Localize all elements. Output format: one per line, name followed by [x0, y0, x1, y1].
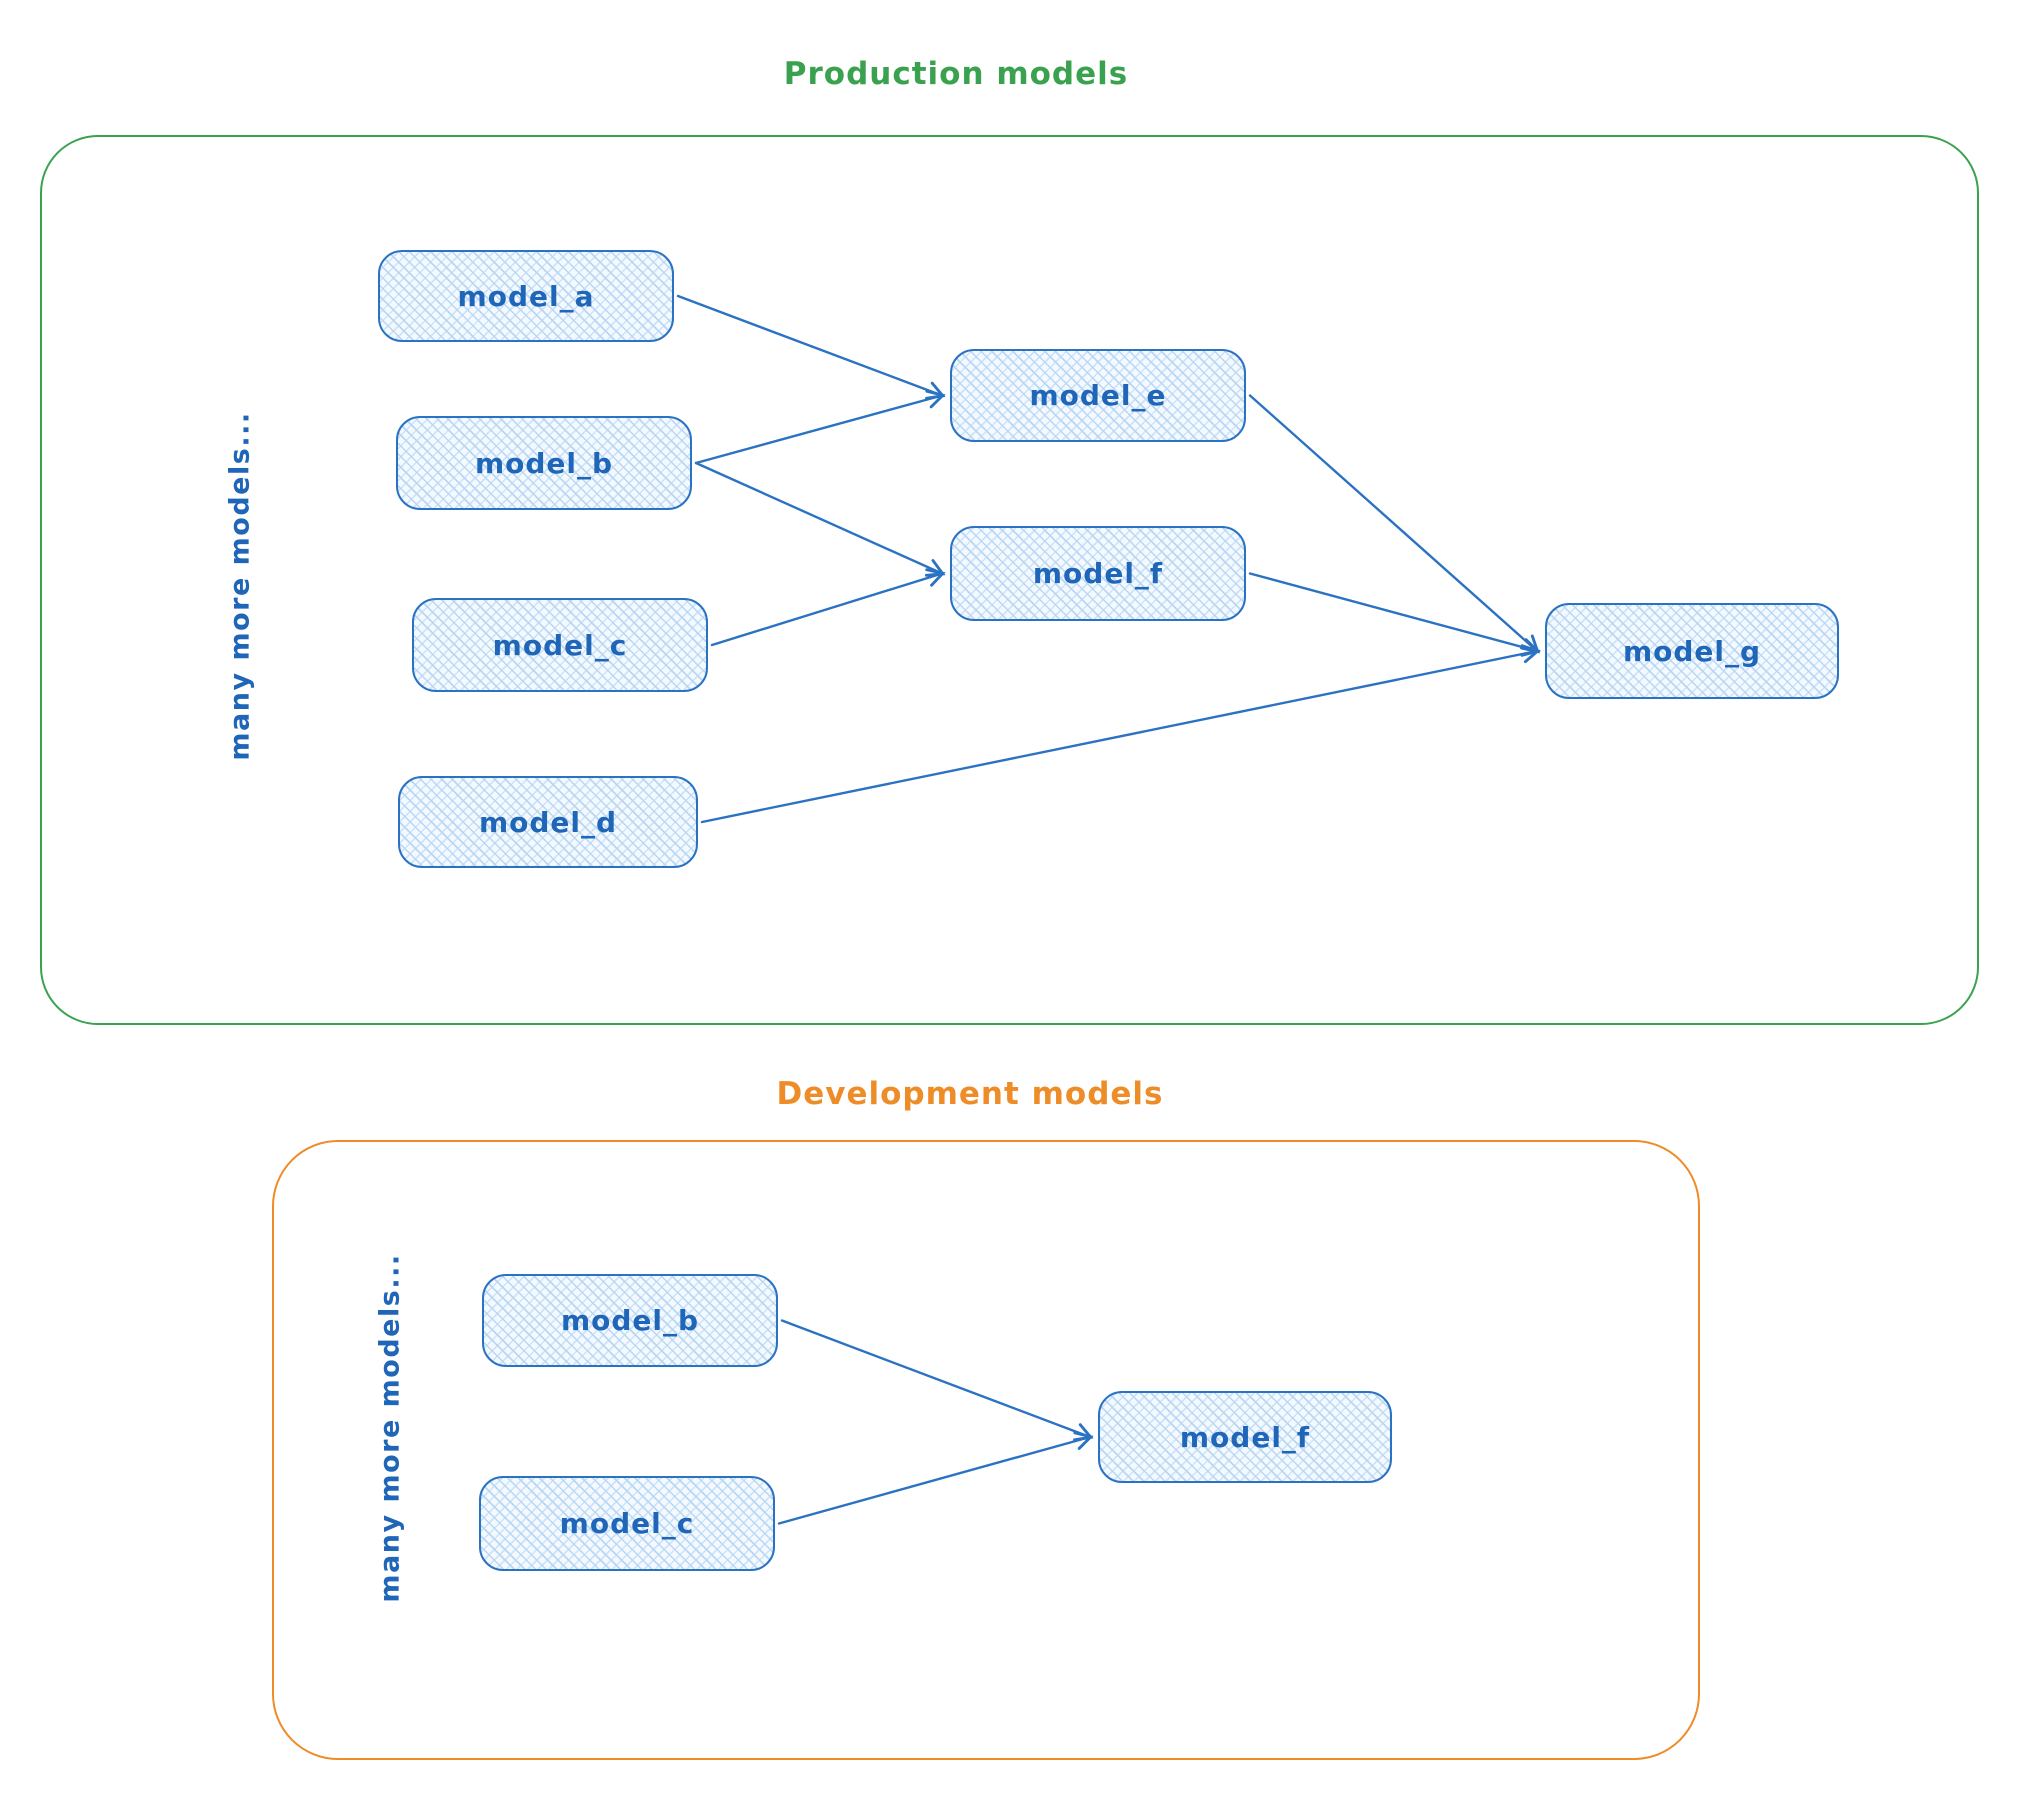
node-label: model_g [1622, 634, 1762, 668]
node-model_b[interactable]: model_b [482, 1274, 778, 1367]
development-section-title: Development models [776, 1076, 1164, 1112]
node-label: model_f [1032, 557, 1164, 590]
node-label: model_a [457, 279, 595, 313]
node-model_c[interactable]: model_c [479, 1476, 775, 1571]
node-label: model_b [474, 446, 614, 480]
node-model_b[interactable]: model_b [396, 416, 692, 510]
node-model_d[interactable]: model_d [398, 776, 698, 868]
node-model_c[interactable]: model_c [412, 598, 708, 692]
node-model_a[interactable]: model_a [378, 250, 674, 342]
production-section-title: Production models [783, 56, 1129, 92]
development-section-frame [272, 1140, 1700, 1760]
node-model_g[interactable]: model_g [1545, 603, 1839, 699]
node-label: model_c [559, 1507, 695, 1540]
node-label: model_b [560, 1304, 700, 1337]
node-label: model_e [1029, 379, 1167, 412]
node-model_e[interactable]: model_e [950, 349, 1246, 442]
development-side-label: many more models... [374, 1253, 406, 1603]
node-label: model_c [492, 628, 628, 662]
node-model_f[interactable]: model_f [950, 526, 1246, 621]
production-side-label: many more models... [224, 411, 256, 761]
node-model_f[interactable]: model_f [1098, 1391, 1392, 1483]
node-label: model_d [478, 805, 618, 839]
production-section-frame [40, 135, 1979, 1025]
node-label: model_f [1179, 1420, 1311, 1454]
